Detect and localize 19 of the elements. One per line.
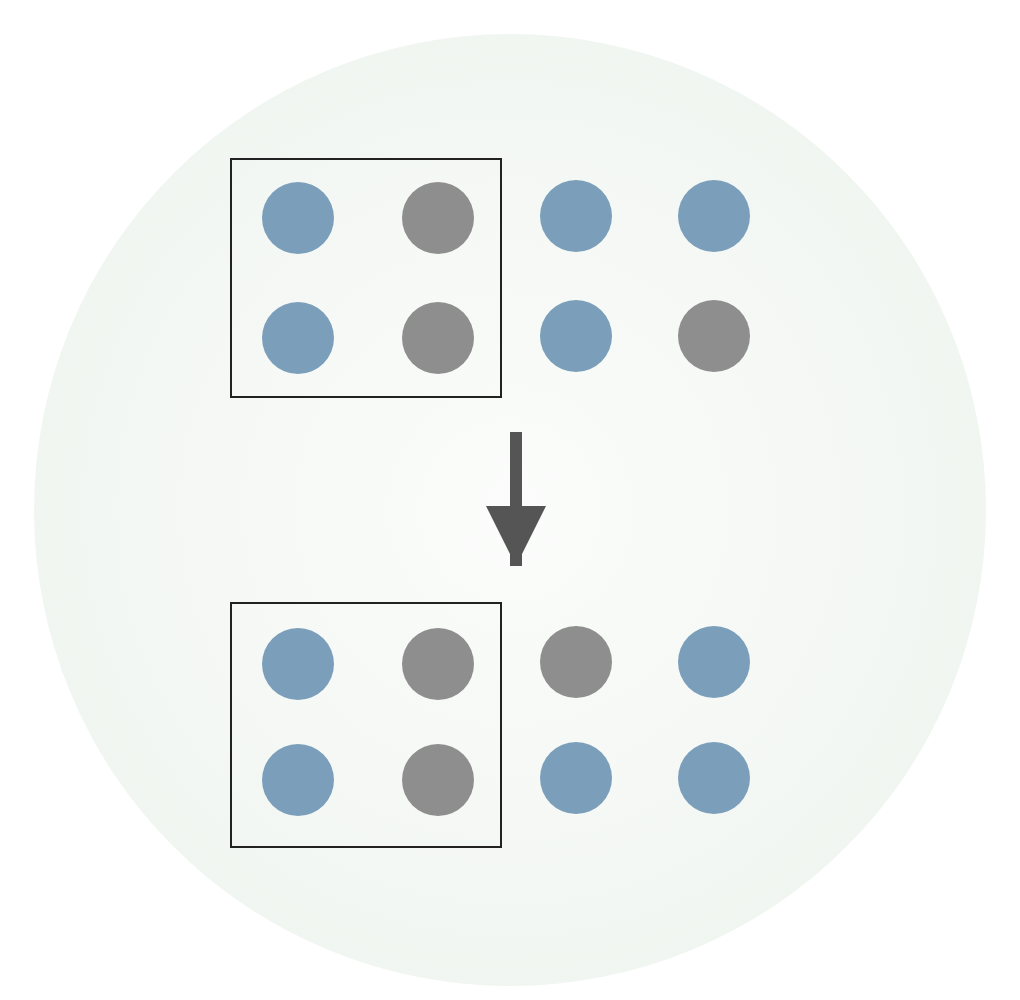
dot [678,180,750,252]
dot [540,300,612,372]
dot [540,742,612,814]
dot [262,744,334,816]
dot [540,180,612,252]
dot [262,302,334,374]
selection-frame [230,602,502,848]
dot [262,182,334,254]
dot [402,628,474,700]
dot [402,744,474,816]
selection-frame [230,158,502,398]
dot [678,742,750,814]
dot [678,300,750,372]
arrow [486,432,546,566]
dot [402,182,474,254]
dot [540,626,612,698]
dot [402,302,474,374]
dot [678,626,750,698]
dot [262,628,334,700]
